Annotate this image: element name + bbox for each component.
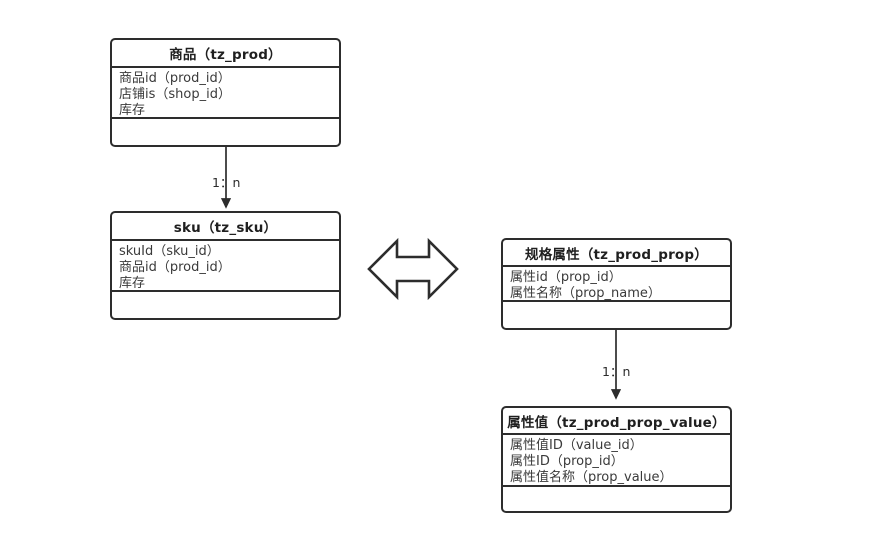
attribute-row: 商品id（prod_id） xyxy=(119,71,231,86)
connector-prod-to-sku xyxy=(220,145,232,209)
attribute-row: 属性名称（prop_name） xyxy=(510,286,661,301)
entity-title-tz-prod-prop: 规格属性（tz_prod_prop） xyxy=(503,240,730,267)
attribute-row: 商品id（prod_id） xyxy=(119,260,231,275)
attribute-row: 库存 xyxy=(119,103,146,118)
entity-box-tz-prod[interactable]: 商品（tz_prod） 商品id（prod_id） 店铺is（shop_id） … xyxy=(110,38,341,147)
attribute-row: 属性值名称（prop_value） xyxy=(510,470,673,485)
entity-attributes-tz-prod: 商品id（prod_id） 店铺is（shop_id） 库存 xyxy=(112,68,339,119)
attribute-row: 属性ID（prop_id） xyxy=(510,454,624,469)
entity-title-tz-prod-prop-value: 属性值（tz_prod_prop_value） xyxy=(503,408,730,435)
connector-prop-to-prop-value xyxy=(610,328,622,400)
relation-label-prop-value: 1：n xyxy=(602,364,631,379)
double-headed-arrow-icon xyxy=(367,237,459,301)
entity-footer-tz-sku xyxy=(112,292,339,318)
entity-attributes-tz-sku: skuId（sku_id） 商品id（prod_id） 库存 xyxy=(112,241,339,292)
entity-box-tz-prod-prop-value[interactable]: 属性值（tz_prod_prop_value） 属性值ID（value_id） … xyxy=(501,406,732,513)
entity-footer-tz-prod-prop-value xyxy=(503,487,730,511)
entity-attributes-tz-prod-prop-value: 属性值ID（value_id） 属性ID（prop_id） 属性值名称（prop… xyxy=(503,435,730,487)
attribute-row: 店铺is（shop_id） xyxy=(119,87,231,102)
entity-footer-tz-prod-prop xyxy=(503,302,730,328)
entity-title-tz-sku: sku（tz_sku） xyxy=(112,213,339,241)
entity-box-tz-sku[interactable]: sku（tz_sku） skuId（sku_id） 商品id（prod_id） … xyxy=(110,211,341,320)
attribute-row: 库存 xyxy=(119,276,146,291)
attribute-row: 属性值ID（value_id） xyxy=(510,438,643,453)
entity-footer-tz-prod xyxy=(112,119,339,145)
entity-attributes-tz-prod-prop: 属性id（prop_id） 属性名称（prop_name） xyxy=(503,267,730,302)
entity-title-tz-prod: 商品（tz_prod） xyxy=(112,40,339,68)
attribute-row: 属性id（prop_id） xyxy=(510,270,622,285)
relation-label-prod-sku: 1：n xyxy=(212,175,241,190)
entity-box-tz-prod-prop[interactable]: 规格属性（tz_prod_prop） 属性id（prop_id） 属性名称（pr… xyxy=(501,238,732,330)
attribute-row: skuId（sku_id） xyxy=(119,244,220,259)
